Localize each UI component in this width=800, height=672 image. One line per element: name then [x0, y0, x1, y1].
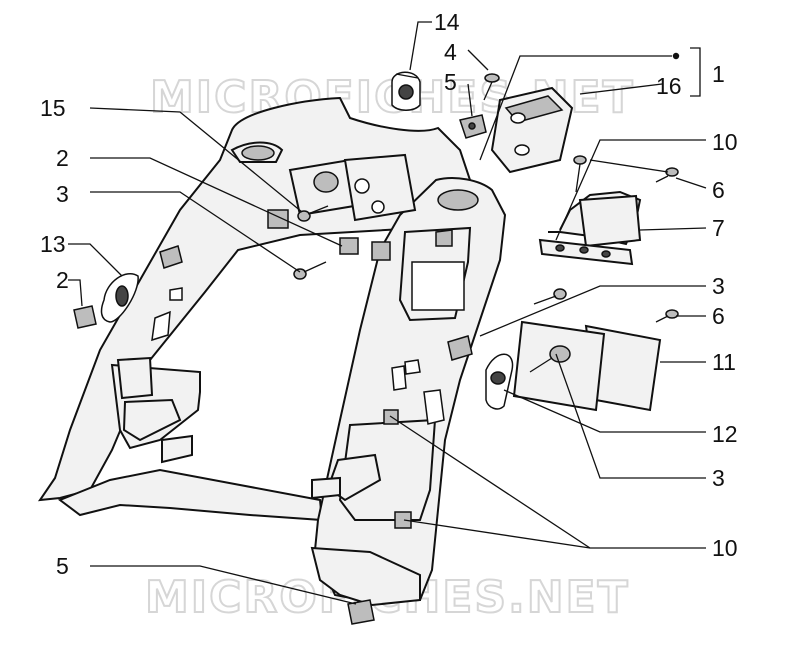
callout-2: 2 [56, 145, 69, 171]
callout-14: 14 [434, 9, 460, 35]
callout-4: 4 [444, 39, 457, 65]
part-5-clip-bottom [347, 599, 375, 625]
callout-5-bottom: 5 [56, 553, 69, 579]
callout-1: 1 [712, 61, 725, 87]
part-4-screw [483, 73, 500, 101]
callout-6-lower: 6 [712, 303, 725, 329]
leg-shield-panel [37, 96, 507, 607]
callout-12: 12 [712, 421, 738, 447]
leader-lines [68, 21, 707, 605]
part-7-bracket [538, 190, 642, 266]
part-15-screw [297, 205, 329, 222]
part-3-lock [485, 353, 514, 410]
part-3-screw-panel [293, 261, 327, 280]
part-5-clip [459, 114, 487, 139]
part-13-grommet [100, 273, 139, 323]
callout-15: 15 [40, 95, 66, 121]
part-12-plate [512, 320, 606, 412]
callout-11: 11 [712, 349, 736, 375]
callout-3: 3 [56, 181, 69, 207]
callout-3-lower: 3 [712, 465, 725, 491]
callout-10: 10 [712, 129, 738, 155]
callout-labels: 14 4 5 16 1 15 2 10 3 6 7 13 2 3 6 11 12… [40, 9, 738, 579]
callout-10-lower: 10 [712, 535, 738, 561]
callout-16: 16 [656, 73, 682, 99]
part-2-clip-left [73, 305, 97, 329]
part-10-screw-upper [573, 155, 587, 193]
callout-7: 7 [712, 215, 725, 241]
part-14-cap [391, 71, 421, 111]
callout-5: 5 [444, 69, 457, 95]
part-16-box [490, 86, 574, 174]
callout-3-right: 3 [712, 273, 725, 299]
part-6-screw-lower [655, 309, 679, 323]
callout-13: 13 [40, 231, 66, 257]
callout-6: 6 [712, 177, 725, 203]
part-3-screw-right [533, 288, 567, 305]
callout-2-left: 2 [56, 267, 69, 293]
part-2-clip-panel [267, 209, 391, 261]
